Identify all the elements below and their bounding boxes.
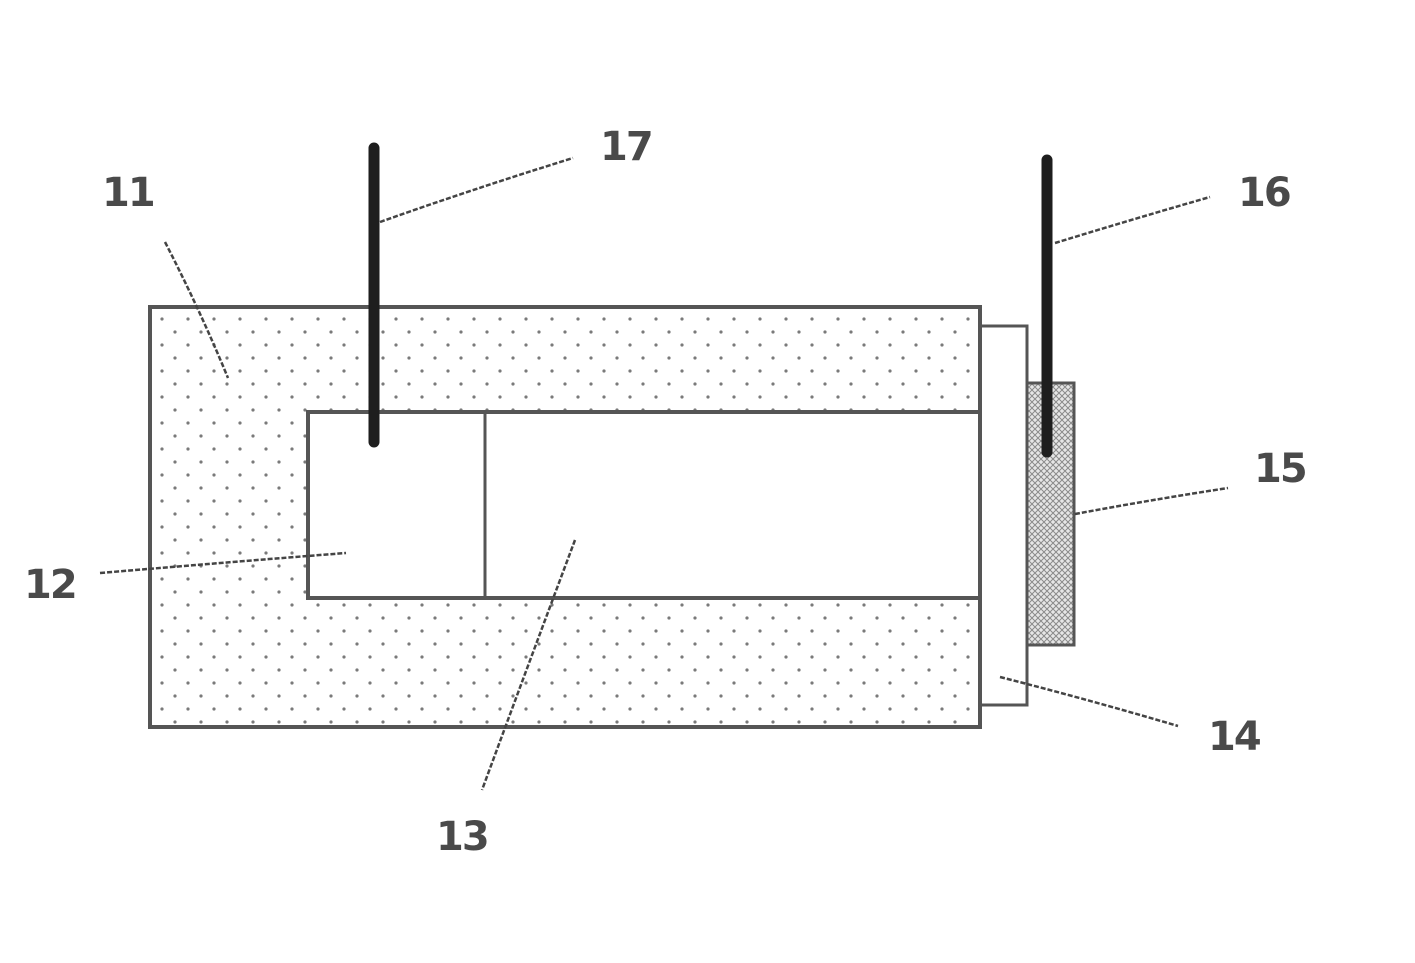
leader-line-16 — [1055, 197, 1210, 243]
label-13: 13 — [436, 814, 488, 860]
inner-cavity — [308, 412, 980, 598]
label-15: 15 — [1254, 446, 1306, 492]
leader-line-17 — [380, 158, 573, 222]
label-14: 14 — [1208, 714, 1260, 760]
label-16: 16 — [1238, 170, 1290, 216]
label-17: 17 — [600, 124, 652, 170]
label-11: 11 — [102, 170, 154, 216]
connector-frame-14 — [980, 326, 1027, 705]
leader-line-15 — [1075, 488, 1228, 514]
label-12: 12 — [24, 562, 76, 608]
